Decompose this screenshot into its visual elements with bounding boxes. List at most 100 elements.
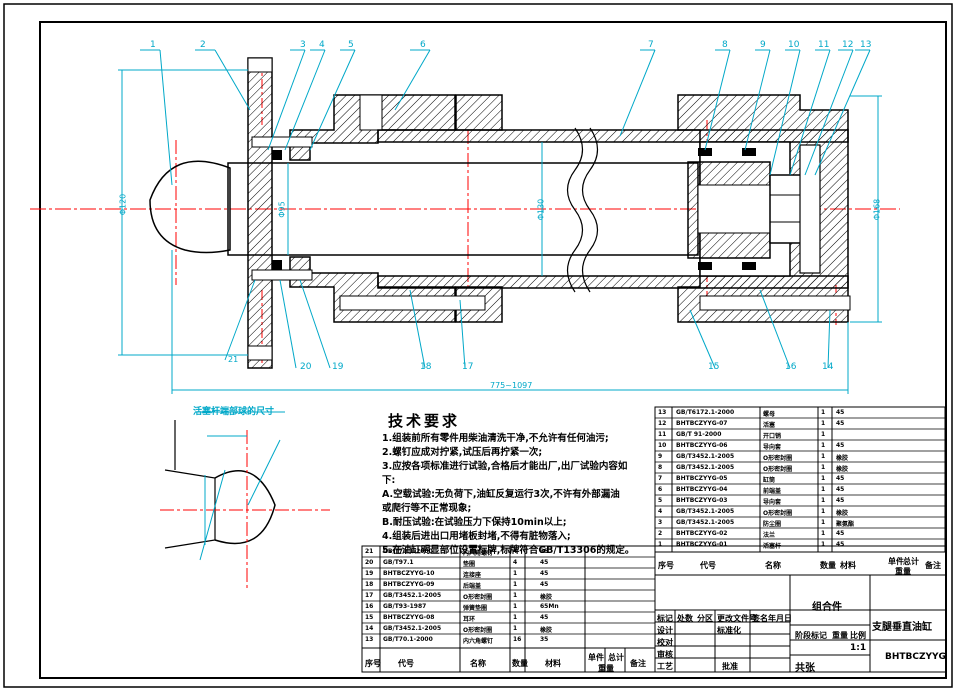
- part-number-17: 17: [462, 362, 474, 372]
- bom-cell-code: GB/T6172.1-2000: [676, 409, 735, 416]
- bom-cell-mat: 橡胶: [836, 510, 849, 517]
- bom-cell-mat: 橡胶: [540, 594, 553, 601]
- scale-value: 1:1: [850, 643, 867, 653]
- stage-scale: 比例: [850, 631, 866, 640]
- bom-cell-code: GB/T3452.1-2005: [676, 508, 735, 515]
- bom-cell-name: 内六角螺钉: [463, 550, 494, 557]
- bom-cell-name: O形密封圈: [763, 466, 793, 473]
- bom-cell-code: GB/T3452.1-2005: [383, 625, 442, 632]
- bom-right-header-qty: 数量: [820, 561, 836, 570]
- requirement-line: 4.组装后进出口用堵板封堵,不得有脏物落入;: [382, 531, 571, 542]
- bom-cell-mat: 45: [836, 541, 845, 548]
- sign-design: 设计: [657, 626, 673, 635]
- bom-right-header-remark: 备注: [925, 561, 941, 570]
- bom-cell-code: BHTBCZYYG-06: [676, 442, 728, 449]
- bom-cell-code: BHTBCZYYG-01: [676, 541, 728, 548]
- bom-cell-code: GB/T93-1987: [383, 603, 427, 610]
- bom-cell-no: 19: [365, 570, 374, 577]
- header-code: 代号: [398, 659, 414, 668]
- header-material: 材料: [545, 659, 561, 668]
- bom-cell-name: 后端盖: [463, 583, 482, 590]
- bom-cell-mat: 45: [836, 409, 845, 416]
- requirement-line: B.耐压试验:在试验压力下保持10min以上;: [382, 517, 567, 528]
- bom-cell-qty: 1: [821, 519, 826, 526]
- header-unit: 单件: [588, 653, 604, 662]
- bom-cell-no: 20: [365, 559, 374, 566]
- bom-cell-no: 13: [658, 409, 667, 416]
- bom-cell-mat: 45: [836, 442, 845, 449]
- bom-right-header-mat: 材料: [840, 561, 856, 570]
- header-seq: 序号: [365, 659, 381, 668]
- sign-doc: 更改文件号: [717, 614, 757, 623]
- bom-cell-name: 开口销: [763, 433, 782, 440]
- part-number-4: 4: [319, 40, 325, 50]
- bom-right-header-unit: 单件: [888, 557, 904, 566]
- bom-cell-mat: 45: [836, 420, 845, 427]
- bom-cell-no: 8: [658, 464, 663, 471]
- bom-cell-mat: 35: [540, 636, 549, 643]
- bom-cell-name: 耳环: [463, 616, 476, 623]
- bom-cell-no: 12: [658, 420, 667, 427]
- bom-cell-qty: 1: [821, 453, 826, 460]
- sheet-count: 共张: [795, 663, 815, 674]
- bom-cell-qty: 1: [821, 497, 826, 504]
- bom-cell-mat: 橡胶: [836, 466, 849, 473]
- bom-cell-code: BHTBCZYYG-09: [383, 581, 435, 588]
- bom-cell-mat: 45: [540, 614, 549, 621]
- requirement-line: 5.在油缸明显部位设置标牌,标牌符合GB/T13306的规定。: [382, 545, 635, 556]
- header-qty: 数量: [512, 659, 528, 668]
- bom-cell-qty: 1: [513, 625, 518, 632]
- bom-cell-qty: 1: [513, 603, 518, 610]
- bom-cell-qty: 1: [821, 409, 826, 416]
- bom-cell-qty: 1: [513, 581, 518, 588]
- bom-cell-code: BHTBCZYYG-07: [676, 420, 728, 427]
- bom-cell-code: GB/T70.1-2000: [383, 636, 433, 643]
- assembly-label: 组合件: [812, 602, 842, 613]
- bom-cell-code: GB/T 91-2000: [676, 431, 722, 438]
- requirement-line: 2.螺钉应成对拧紧,试压后再拧紧一次;: [382, 447, 543, 458]
- bom-cell-name: O形密封圈: [463, 627, 493, 634]
- part-number-18: 18: [420, 362, 432, 372]
- bom-cell-code: GB/T70.1-2000: [383, 548, 433, 555]
- part-number-9: 9: [760, 40, 766, 50]
- bom-cell-qty: 1: [821, 420, 826, 427]
- bom-cell-code: BHTBCZYYG-10: [383, 570, 435, 577]
- bom-cell-name: O形密封圈: [763, 510, 793, 517]
- bom-cell-no: 5: [658, 497, 663, 504]
- bom-cell-qty: 1: [513, 614, 518, 621]
- requirements-title: 技术要求: [388, 412, 461, 430]
- bom-cell-qty: 1: [821, 508, 826, 515]
- part-number-15: 15: [708, 362, 720, 372]
- part-number-5: 5: [348, 40, 354, 50]
- bom-cell-no: 6: [658, 486, 663, 493]
- bom-cell-no: 10: [658, 442, 667, 449]
- dimension-total-length: 775~1097: [490, 381, 533, 390]
- part-number-7: 7: [648, 40, 654, 50]
- bom-cell-qty: 1: [821, 442, 826, 449]
- bom-cell-qty: 1: [821, 530, 826, 537]
- bom-cell-code: GB/T3452.1-2005: [676, 519, 735, 526]
- bom-cell-name: 活塞: [763, 422, 776, 429]
- header-remark: 备注: [630, 659, 646, 668]
- part-number-14: 14: [822, 362, 834, 372]
- sign-sign: 签名: [752, 614, 768, 623]
- header-total: 总计: [608, 653, 624, 662]
- bom-right-header-total: 总计: [903, 557, 919, 566]
- bom-cell-name: 螺母: [763, 411, 776, 418]
- bom-cell-qty: 4: [513, 548, 518, 555]
- bom-cell-no: 14: [365, 625, 374, 632]
- dimension-diameter-95: Φ95: [277, 201, 287, 218]
- sign-review: 审核: [657, 650, 673, 659]
- bom-cell-mat: 橡胶: [540, 627, 553, 634]
- bom-cell-name: 法兰: [763, 532, 776, 539]
- stage-weight: 重量: [832, 631, 848, 640]
- bom-cell-mat: 45: [836, 530, 845, 537]
- sign-check: 校对: [657, 638, 673, 647]
- bom-cell-name: 前端盖: [763, 488, 782, 495]
- bom-cell-no: 7: [658, 475, 663, 482]
- bom-cell-code: GB/T97.1: [383, 559, 414, 566]
- bom-cell-code: BHTBCZYYG-03: [676, 497, 728, 504]
- requirement-line: 3.应按各项标准进行试验,合格后才能出厂,出厂试验内容如: [382, 461, 628, 472]
- bom-cell-no: 15: [365, 614, 374, 621]
